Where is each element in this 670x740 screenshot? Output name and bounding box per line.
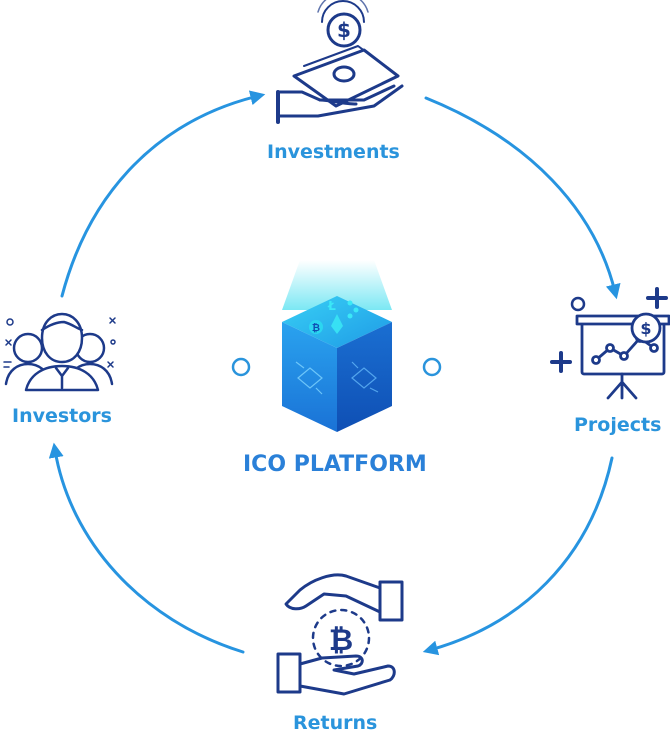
svg-text:₿: ₿ bbox=[312, 322, 320, 334]
node-label-returns: Returns bbox=[293, 712, 378, 734]
center-label: ICO PLATFORM bbox=[243, 452, 427, 477]
cube-glow-beam bbox=[282, 260, 392, 310]
cycle-arrows bbox=[48, 90, 621, 656]
projects-plus-mark-top bbox=[646, 287, 668, 309]
connector-right-node bbox=[422, 357, 442, 377]
arrow-investments-to-projects bbox=[424, 96, 621, 300]
svg-text:$: $ bbox=[337, 18, 351, 42]
presentation-board-icon: $ bbox=[550, 287, 670, 400]
cube-left-circuit bbox=[295, 361, 323, 395]
hands-bitcoin-exchange-icon: ₿ bbox=[276, 573, 404, 696]
litecoin-coin-icon: Ł bbox=[327, 299, 336, 313]
cube-right-circuit bbox=[351, 361, 379, 393]
hand-cash-coin-icon: $ bbox=[276, 0, 404, 124]
investors-sparkle-marks bbox=[3, 317, 116, 368]
svg-text:$: $ bbox=[640, 319, 651, 338]
node-label-investors: Investors bbox=[12, 405, 112, 427]
blockchain-cube-icon: ₿ Ł bbox=[282, 260, 392, 432]
cube-left-face bbox=[282, 322, 337, 432]
people-group-icon bbox=[3, 312, 116, 392]
projects-ring-mark bbox=[570, 296, 586, 312]
connector-left-node bbox=[231, 357, 251, 377]
ethereum-coin-icon bbox=[331, 314, 343, 334]
svg-text:₿: ₿ bbox=[329, 623, 353, 658]
projects-plus-mark-left bbox=[550, 351, 572, 373]
arrow-projects-to-returns bbox=[422, 456, 614, 656]
node-label-investments: Investments bbox=[267, 141, 400, 163]
cube-right-face bbox=[337, 322, 392, 432]
center-connectors bbox=[130, 357, 545, 377]
node-label-projects: Projects bbox=[574, 414, 662, 436]
arrow-investors-to-investments bbox=[60, 90, 266, 298]
bitcoin-coin-icon bbox=[309, 320, 323, 334]
ripple-coin-icon bbox=[347, 300, 359, 319]
arrow-returns-to-investors bbox=[48, 442, 245, 654]
